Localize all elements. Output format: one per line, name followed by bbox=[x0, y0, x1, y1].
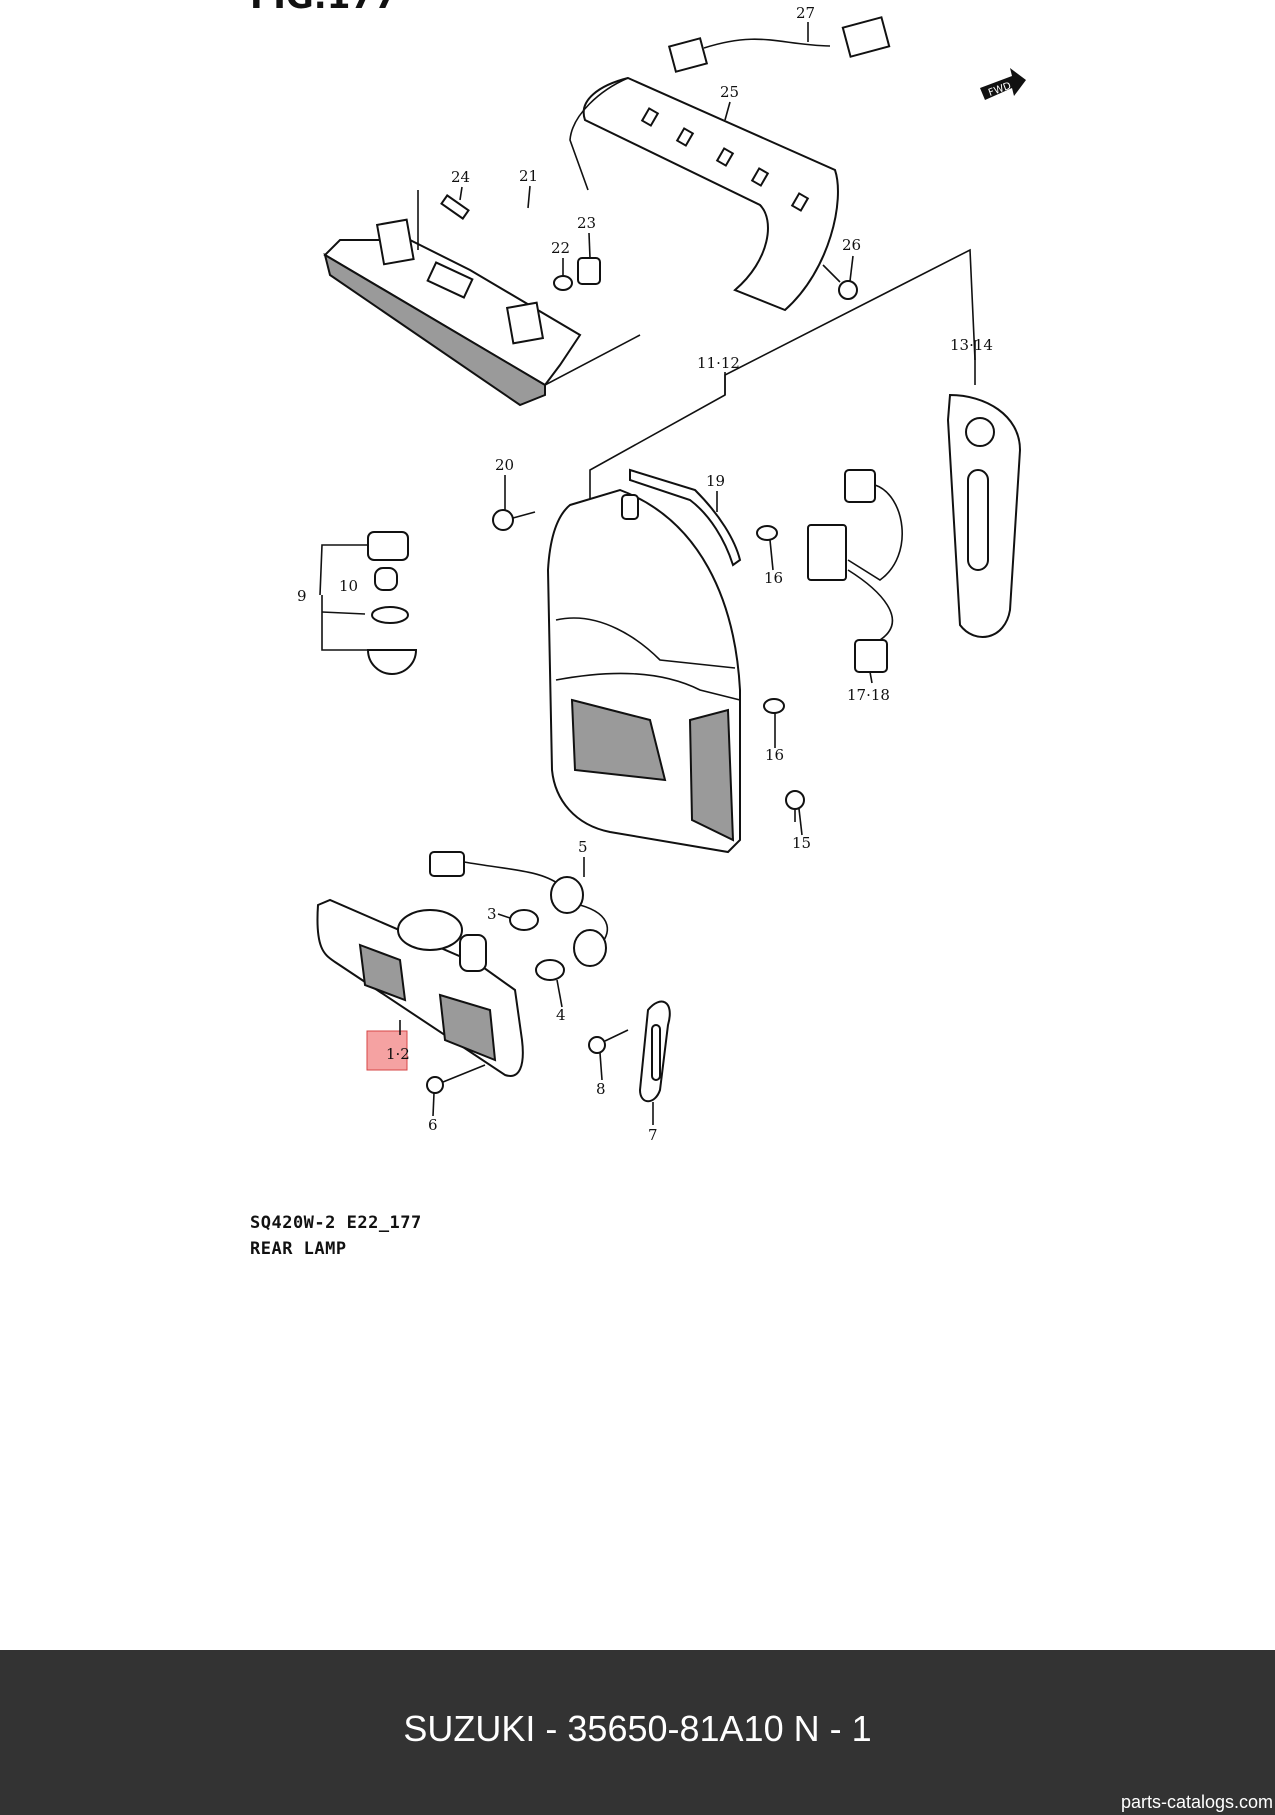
parts-diagram: FIG.177 FWD bbox=[250, 0, 1026, 1144]
highlight-marker[interactable] bbox=[366, 1030, 408, 1071]
callout-13-14[interactable]: 13·14 bbox=[950, 336, 993, 354]
callout-labels: 27 25 24 21 23 22 26 13·14 11·12 20 19 1… bbox=[297, 4, 993, 1144]
callout-25[interactable]: 25 bbox=[720, 83, 739, 101]
callout-5[interactable]: 5 bbox=[578, 838, 588, 856]
rear-combination-lamp bbox=[319, 248, 1022, 854]
callout-21[interactable]: 21 bbox=[519, 167, 538, 185]
figure-name: REAR LAMP bbox=[250, 1239, 347, 1259]
callout-11-12[interactable]: 11·12 bbox=[697, 354, 740, 372]
callout-16-lower[interactable]: 16 bbox=[765, 746, 784, 764]
fwd-arrow-icon: FWD bbox=[980, 68, 1026, 100]
rear-fog-lamp-assembly bbox=[316, 851, 671, 1103]
callout-16-upper[interactable]: 16 bbox=[764, 569, 783, 587]
high-mount-stop-lamp-assembly bbox=[323, 16, 891, 407]
callout-17-18[interactable]: 17·18 bbox=[847, 686, 890, 704]
callout-22[interactable]: 22 bbox=[551, 239, 570, 257]
callout-9[interactable]: 9 bbox=[297, 587, 307, 605]
footer-bar: SUZUKI - 35650-81A10 N - 1 parts-catalog… bbox=[0, 1650, 1275, 1815]
callout-4[interactable]: 4 bbox=[556, 1006, 566, 1024]
callout-24[interactable]: 24 bbox=[451, 168, 470, 186]
callout-8[interactable]: 8 bbox=[596, 1080, 606, 1098]
callout-23[interactable]: 23 bbox=[577, 214, 596, 232]
callout-27[interactable]: 27 bbox=[796, 4, 815, 22]
callout-26[interactable]: 26 bbox=[842, 236, 861, 254]
callout-6[interactable]: 6 bbox=[428, 1116, 438, 1134]
leader-lines bbox=[399, 22, 873, 1125]
figure-code: SQ420W-2 E22_177 bbox=[250, 1213, 422, 1233]
callout-10[interactable]: 10 bbox=[339, 577, 358, 595]
callout-7[interactable]: 7 bbox=[648, 1126, 658, 1144]
callout-20[interactable]: 20 bbox=[495, 456, 514, 474]
site-watermark[interactable]: parts-catalogs.com bbox=[1120, 1792, 1273, 1812]
callout-1-2[interactable]: 1·2 bbox=[386, 1045, 410, 1063]
callout-15[interactable]: 15 bbox=[792, 834, 811, 852]
part-number-title: SUZUKI - 35650-81A10 N - 1 bbox=[403, 1708, 872, 1749]
fwd-label: FWD bbox=[987, 81, 1013, 99]
callout-19[interactable]: 19 bbox=[706, 472, 725, 490]
callout-3[interactable]: 3 bbox=[487, 905, 497, 923]
figure-title: FIG.177 bbox=[250, 0, 398, 17]
